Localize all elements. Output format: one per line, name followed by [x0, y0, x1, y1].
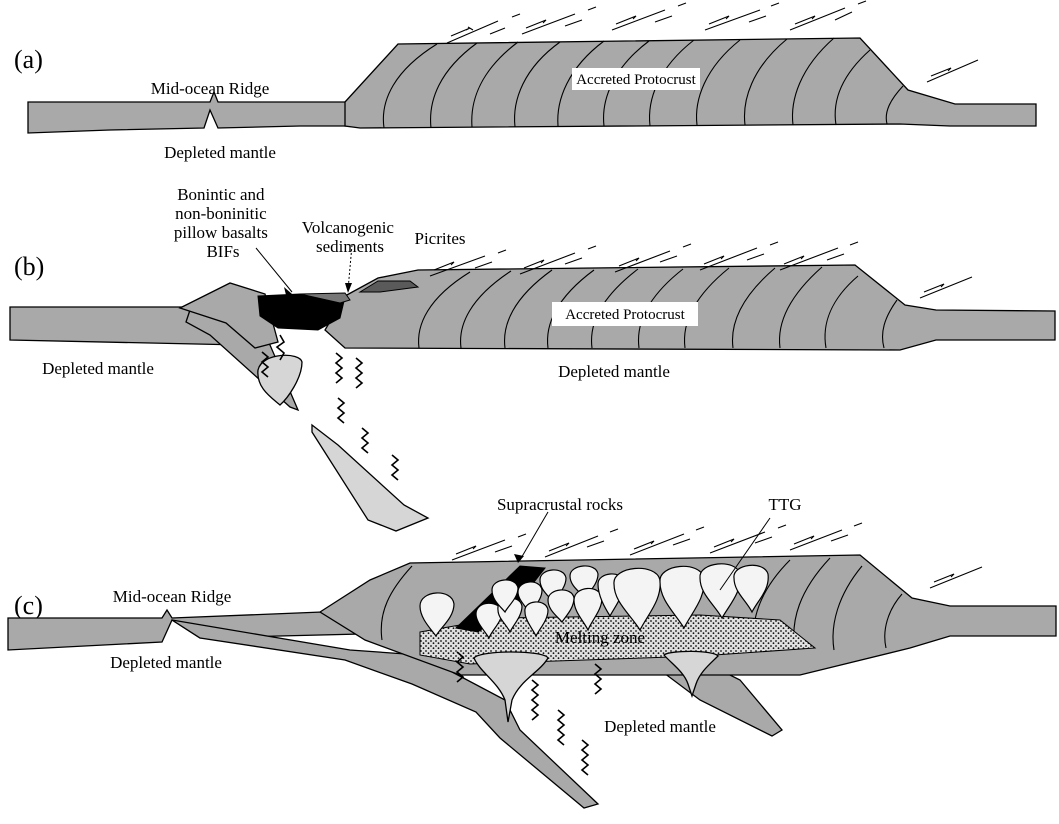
panel-c-mantle-left-label: Depleted mantle	[110, 653, 222, 672]
panel-a-letter: (a)	[14, 45, 43, 74]
panel-b-detached-slab	[312, 425, 428, 531]
panel-a-protocrust-label: Accreted Protocrust	[576, 72, 696, 88]
panel-c-ttg-label: TTG	[768, 495, 801, 514]
panel-c-supracrustal-leader-line	[520, 512, 548, 560]
panel-c-ridge-label: Mid-ocean Ridge	[113, 587, 232, 606]
panel-b-basalt-leader-line	[256, 248, 292, 292]
panel-a-ridge-label: Mid-ocean Ridge	[151, 79, 270, 98]
panel-c-supracrustal-label: Supracrustal rocks	[497, 495, 623, 514]
panel-a-oceanic-plate	[28, 92, 355, 133]
panel-b-volcanogenic-label: Volcanogenic sediments	[302, 218, 398, 256]
panel-c-letter: (c)	[14, 591, 43, 620]
panel-b-sediment-arrowhead	[345, 283, 352, 293]
panel-b-letter: (b)	[14, 252, 44, 281]
panel-c: (c)	[8, 495, 1056, 808]
panel-b: (b)	[10, 185, 1055, 531]
panel-b-melt-diapir	[258, 355, 302, 405]
panel-b-mantle-right-label: Depleted mantle	[558, 362, 670, 381]
panel-b-picrites-label: Picrites	[415, 229, 466, 248]
panel-a-mantle-label: Depleted mantle	[164, 143, 276, 162]
panel-b-mantle-left-label: Depleted mantle	[42, 359, 154, 378]
panel-c-melting-label: Melting zone	[555, 628, 645, 647]
panel-c-mantle-right-label: Depleted mantle	[604, 717, 716, 736]
panel-a: (a)	[14, 1, 1036, 162]
panel-b-protocrust-label: Accreted Protocrust	[565, 307, 685, 323]
